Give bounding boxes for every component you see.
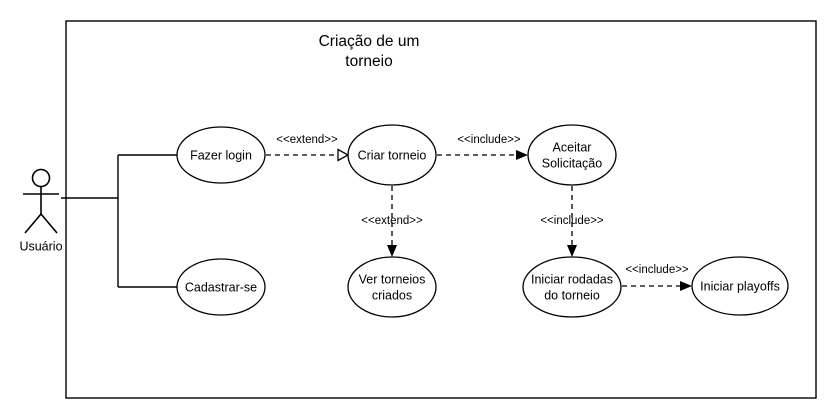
use-case-ellipse — [176, 126, 266, 184]
use-case-ellipse — [347, 256, 437, 318]
open-triangle-arrowhead-icon — [337, 148, 350, 162]
system-boundary-box — [65, 20, 817, 399]
use-case-ellipse — [527, 124, 617, 186]
use-case-label: Cadastrar-se — [185, 280, 257, 294]
use-case-label-line-1: Iniciar rodadas — [531, 272, 613, 286]
association-actor-links[interactable] — [61, 154, 178, 288]
use-case-iniciar-playoffs[interactable]: Iniciar playoffs — [691, 256, 789, 316]
relationship-include-criar-to-aceitar[interactable]: <<include>> — [437, 134, 528, 160]
actor-label: Usuário — [19, 239, 62, 253]
filled-arrowhead-icon — [387, 245, 397, 257]
actor-right-leg-icon — [40, 213, 58, 234]
use-case-ellipse — [522, 256, 622, 318]
diagram-title-line-2: torneio — [345, 53, 392, 70]
filled-arrowhead-icon — [680, 281, 692, 291]
use-case-criar-torneio[interactable]: Criar torneio — [347, 124, 437, 186]
use-case-label: Iniciar playoffs — [700, 279, 780, 293]
use-case-fazer-login[interactable]: Fazer login — [176, 126, 266, 184]
actor-left-leg-icon — [24, 213, 42, 234]
relationship-stereotype-label: <<include>> — [457, 134, 521, 146]
use-case-label: Fazer login — [190, 148, 252, 162]
use-case-label-line-2: Solicitação — [542, 156, 602, 170]
relationship-extend-criar-to-ver-torneios[interactable]: <<extend>> — [361, 186, 423, 257]
actor-head-icon — [31, 168, 51, 188]
filled-arrowhead-icon — [567, 245, 577, 257]
use-case-label-line-2: do torneio — [544, 288, 600, 302]
relationship-stereotype-label: <<extend>> — [276, 134, 338, 146]
use-case-label-line-1: Aceitar — [553, 140, 592, 154]
use-case-label-line-1: Ver torneios — [359, 272, 426, 286]
use-case-label: Criar torneio — [358, 148, 427, 162]
relationship-stereotype-label: <<extend>> — [361, 215, 423, 227]
actor-usuario[interactable]: Usuário — [19, 168, 63, 254]
relationship-include-aceitar-to-rodadas[interactable]: <<include>> — [540, 186, 604, 257]
use-case-ellipse — [176, 258, 266, 316]
use-case-aceitar-solicitacao[interactable]: Aceitar Solicitação — [527, 124, 617, 186]
use-case-cadastrar-se[interactable]: Cadastrar-se — [176, 258, 266, 316]
use-case-iniciar-rodadas-do-torneio[interactable]: Iniciar rodadas do torneio — [522, 256, 622, 318]
filled-arrowhead-icon — [516, 150, 528, 160]
use-case-label-line-2: criados — [372, 288, 412, 302]
relationship-include-rodadas-to-playoffs[interactable]: <<include>> — [622, 264, 692, 291]
relationship-extend-login-to-criar-torneio[interactable]: <<extend>> — [266, 134, 350, 162]
use-case-ver-torneios-criados[interactable]: Ver torneios criados — [347, 256, 437, 318]
diagram-title-line-1: Criação de um — [319, 33, 420, 50]
relationship-stereotype-label: <<include>> — [540, 215, 604, 227]
relationship-stereotype-label: <<include>> — [625, 264, 689, 276]
